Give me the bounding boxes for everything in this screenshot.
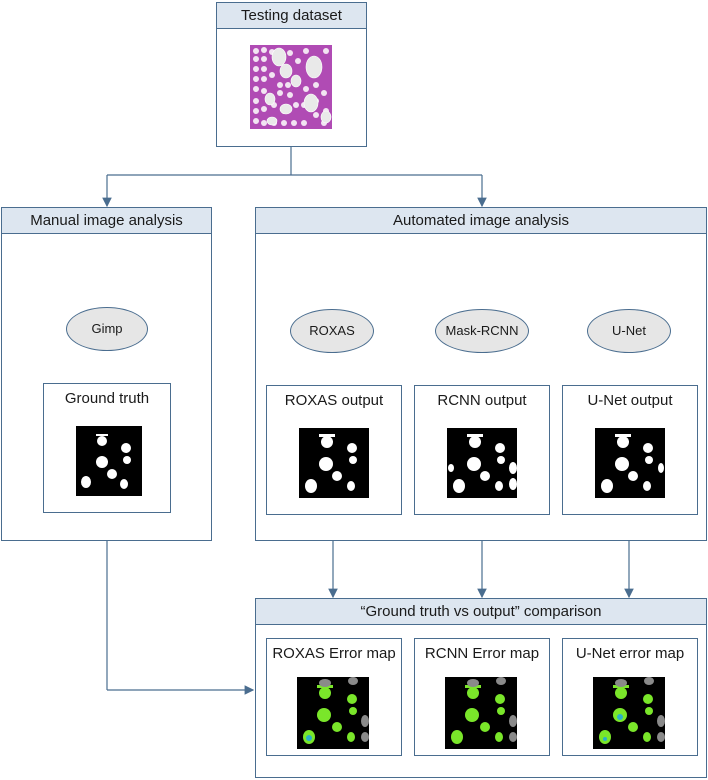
roxas-output-mask-image	[299, 428, 369, 498]
mask-rcnn-node: Mask-RCNN	[435, 309, 529, 353]
gimp-node: Gimp	[66, 307, 148, 351]
roxas-error-map-label: ROXAS Error map	[272, 645, 396, 662]
rcnn-error-map-label: RCNN Error map	[424, 645, 540, 662]
unet-error-map-card: U-Net error map	[562, 638, 698, 756]
stained-tissue-image	[250, 45, 332, 129]
ground-truth-label: Ground truth	[64, 390, 150, 407]
comparison-title: “Ground truth vs output” comparison	[256, 599, 706, 625]
rcnn-output-mask-image	[447, 428, 517, 498]
automated-analysis-title: Automated image analysis	[256, 208, 706, 234]
unet-output-label: U-Net output	[587, 392, 673, 409]
ground-truth-card: Ground truth	[43, 383, 171, 513]
rcnn-output-label: RCNN output	[437, 392, 527, 409]
manual-analysis-panel: Manual image analysis	[1, 207, 212, 541]
roxas-error-map-image	[297, 677, 369, 749]
unet-output-mask-image	[595, 428, 665, 498]
rcnn-error-map-card: RCNN Error map	[414, 638, 550, 756]
ground-truth-mask-image	[76, 426, 142, 496]
testing-dataset-box: Testing dataset	[216, 2, 367, 147]
rcnn-error-map-image	[445, 677, 517, 749]
roxas-error-map-card: ROXAS Error map	[266, 638, 402, 756]
rcnn-output-card: RCNN output	[414, 385, 550, 515]
unet-error-map-label: U-Net error map	[575, 645, 685, 662]
unet-output-card: U-Net output	[562, 385, 698, 515]
unet-error-map-image	[593, 677, 665, 749]
roxas-node: ROXAS	[290, 309, 374, 353]
unet-node: U-Net	[587, 309, 671, 353]
testing-dataset-title: Testing dataset	[217, 3, 366, 29]
roxas-output-label: ROXAS output	[284, 392, 384, 409]
roxas-output-card: ROXAS output	[266, 385, 402, 515]
manual-analysis-title: Manual image analysis	[2, 208, 211, 234]
